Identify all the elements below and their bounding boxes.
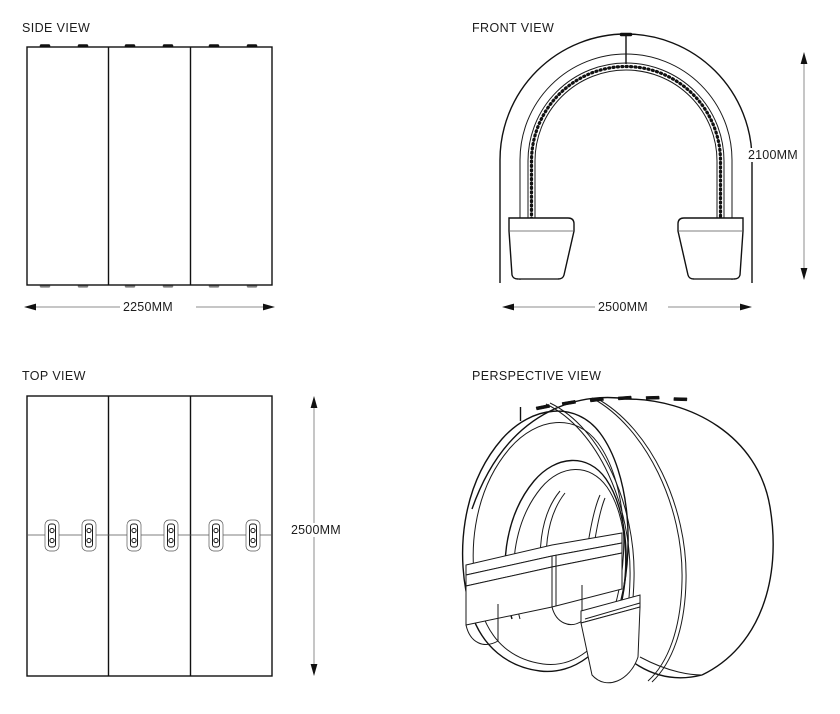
top-view: TOP VIEW bbox=[0, 357, 420, 714]
perspective-view-drawing bbox=[461, 395, 774, 684]
front-view-title: FRONT VIEW bbox=[472, 21, 555, 35]
front-view-width-dimension-line bbox=[502, 303, 752, 311]
top-view-bracket bbox=[208, 519, 224, 552]
perspective-view: PERSPECTIVE VIEW bbox=[440, 357, 840, 714]
side-view-panel-divisions bbox=[107, 47, 192, 285]
perspective-view-bench-seats bbox=[465, 532, 623, 645]
top-view-dimension-label: 2500MM bbox=[288, 523, 344, 537]
top-view-drawing bbox=[26, 395, 318, 677]
top-view-bracket bbox=[44, 519, 60, 552]
side-view-dimension-label: 2250MM bbox=[120, 300, 176, 314]
top-view-panel-divisions bbox=[107, 396, 192, 676]
top-view-brackets bbox=[44, 519, 261, 552]
top-view-bracket bbox=[81, 519, 97, 552]
side-view-title: SIDE VIEW bbox=[22, 21, 91, 35]
top-view-title: TOP VIEW bbox=[22, 369, 86, 383]
perspective-view-seat-right bbox=[580, 594, 641, 684]
top-view-bracket bbox=[245, 519, 261, 552]
front-view-seat-pod-right bbox=[677, 217, 744, 280]
top-view-bracket bbox=[126, 519, 142, 552]
front-view-drawing bbox=[499, 32, 808, 311]
side-view-drawing bbox=[24, 44, 275, 311]
top-view-bracket bbox=[163, 519, 179, 552]
front-view-height-dimension-label: 2100MM bbox=[745, 148, 801, 162]
side-view: SIDE VIEW bbox=[0, 0, 420, 357]
perspective-view-top-tabs bbox=[535, 395, 688, 411]
front-view-apex-connector bbox=[619, 32, 633, 64]
front-view-seat-pod-left bbox=[508, 217, 575, 280]
front-view-width-dimension-label: 2500MM bbox=[595, 300, 651, 314]
front-view: FRONT VIEW bbox=[440, 0, 840, 357]
side-view-dimension-line bbox=[24, 303, 275, 311]
perspective-view-title: PERSPECTIVE VIEW bbox=[472, 369, 602, 383]
front-view-height-dimension-line bbox=[800, 52, 808, 280]
